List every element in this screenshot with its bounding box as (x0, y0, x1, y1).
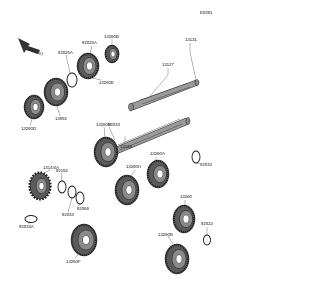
label-13144a: 13144/A (43, 165, 59, 170)
label-13260: 13260 (180, 194, 193, 199)
label-92033a-top: 92033A (82, 40, 97, 45)
label-13260r: 13260R (96, 122, 111, 127)
output-shaft (128, 79, 200, 112)
ring-92026a (66, 72, 78, 88)
ring-92022 (203, 234, 211, 246)
label-13260a: 13260A (150, 151, 165, 156)
gear-13260f (70, 223, 98, 257)
gear-13260d (23, 94, 45, 120)
label-13260d: 13260D (21, 126, 36, 131)
ring-92033-right (191, 150, 201, 164)
label-13260e: 13260E (99, 80, 114, 85)
label-13127: 13127 (162, 62, 175, 67)
front-arrow-icon (18, 38, 40, 54)
ref-code: E0381 (200, 10, 213, 15)
gear-13260b-top (104, 44, 120, 64)
gear-13260e (76, 52, 100, 80)
gear-13260h (114, 174, 140, 206)
label-13260b-low: 13260B (158, 232, 173, 237)
label-13128: 13128 (120, 144, 133, 149)
leader-lines (27, 39, 208, 259)
label-13260f: 13260F (66, 259, 81, 264)
label-92152: 92152 (56, 168, 69, 173)
ring-92033-low (67, 185, 77, 199)
label-13131: 13131 (185, 37, 198, 42)
gear-13260r (93, 136, 119, 168)
label-92026a: 92026A (58, 50, 73, 55)
transmission-diagram: FRONT E0381 (18, 10, 214, 275)
label-92033-low: 92033 (62, 212, 75, 217)
front-label: FRONT (29, 47, 45, 57)
label-13092: 13092 (55, 116, 68, 121)
gear-13260b-low (164, 243, 190, 275)
label-92069: 92069 (77, 206, 90, 211)
label-13260b-top: 13260B (104, 34, 119, 39)
label-92033-mid: 92033 (108, 122, 121, 127)
label-92022: 92022 (201, 221, 214, 226)
label-92033a-low: 92033A (19, 224, 34, 229)
label-13260h: 13260H (126, 164, 141, 169)
ring-92152 (57, 180, 67, 194)
ring-92069 (75, 191, 85, 205)
gear-13260a (146, 159, 170, 189)
gear-13092 (43, 77, 69, 107)
ring-92033a-low (24, 215, 38, 223)
gear-13260 (172, 204, 196, 234)
sprocket-13144a (28, 171, 52, 201)
label-92033-right: 92033 (200, 162, 213, 167)
